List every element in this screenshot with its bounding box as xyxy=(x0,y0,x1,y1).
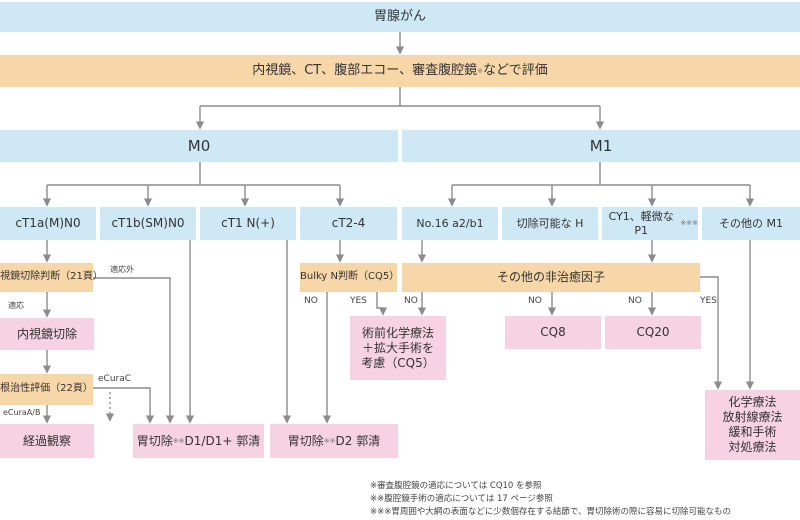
edge-label-bulky-yes: YES xyxy=(350,296,367,306)
node-no16: No.16 a2/b1 xyxy=(402,207,498,240)
node-gastrectomy-d1-tail: D1/D1+ 郭清 xyxy=(184,433,261,448)
node-ct1n: cT1 N(+) xyxy=(200,207,296,240)
node-ct1a: cT1a(M)N0 xyxy=(0,207,96,240)
node-gastrectomy-d1-label: 胃切除 xyxy=(136,433,173,448)
node-cy1-mark: ※※※ xyxy=(680,219,698,228)
node-m0-label: M0 xyxy=(187,136,211,155)
node-endo-judgement-label: 内視鏡切除判断（21頁） xyxy=(0,271,103,283)
edge-label-no-1: NO xyxy=(404,296,418,306)
node-cq20-label: CQ20 xyxy=(636,325,670,339)
node-endo-resection-label: 内視鏡切除 xyxy=(16,326,77,341)
node-stomach-cancer: 胃腺がん xyxy=(0,2,800,32)
node-m1: M1 xyxy=(402,130,800,162)
node-resectable-h-label: 切除可能な H xyxy=(516,216,584,230)
node-stomach-cancer-label: 胃腺がん xyxy=(373,8,426,24)
node-non-curative: その他の非治癒因子 xyxy=(402,263,700,292)
node-observation: 経過観察 xyxy=(0,424,94,458)
node-gastrectomy-d2-label: 胃切除 xyxy=(287,433,324,448)
node-ct1b-label: cT1b(SM)N0 xyxy=(111,216,185,230)
node-preop-chemo-label: 術前化学療法 ＋拡大手術を 考慮（CQ5） xyxy=(361,325,435,370)
node-cq20: CQ20 xyxy=(605,316,701,349)
node-cy1: CY1、軽微なP1 ※※※ xyxy=(602,207,698,240)
node-ct2: cT2-4 xyxy=(300,207,397,240)
node-m0: M0 xyxy=(0,130,398,162)
node-evaluation: 内視鏡、CT、腹部エコー、審査腹腔鏡※などで評価 xyxy=(0,55,800,87)
node-ct1n-label: cT1 N(+) xyxy=(221,216,275,230)
node-bulky-label: Bulky N判断（CQ5） xyxy=(300,271,400,283)
node-gastrectomy-d1-mark: ※※ xyxy=(172,436,185,445)
node-gastrectomy-d2-tail: D2 郭清 xyxy=(335,433,381,448)
node-evaluation-tail: などで評価 xyxy=(483,62,548,78)
footnote-2: ※※腹腔鏡手術の適応については 17 ページ参照 xyxy=(370,494,553,504)
node-chemo-list-label: 化学療法 放射線療法 緩和手術 対処療法 xyxy=(722,395,783,454)
node-chemo-list: 化学療法 放射線療法 緩和手術 対処療法 xyxy=(705,390,800,460)
node-ct1b: cT1b(SM)N0 xyxy=(100,207,196,240)
node-gastrectomy-d2: 胃切除※※D2 郭清 xyxy=(270,424,398,458)
footnote-3: ※※※胃周囲や大網の表面などに少数個存在する結節で、胃切除術の際に容易に切除可能… xyxy=(370,507,732,517)
edge-label-ecura-c: eCuraC xyxy=(98,374,132,384)
node-evaluation-mark: ※ xyxy=(477,66,483,75)
node-curative-eval-label: 根治性評価（22頁） xyxy=(0,383,93,395)
node-observation-label: 経過観察 xyxy=(22,433,71,448)
node-no16-label: No.16 a2/b1 xyxy=(416,216,484,230)
node-endo-resection: 内視鏡切除 xyxy=(0,318,94,350)
node-evaluation-label: 内視鏡、CT、腹部エコー、審査腹腔鏡 xyxy=(252,62,478,78)
node-ct1a-label: cT1a(M)N0 xyxy=(15,216,81,230)
edge-label-bulky-no: NO xyxy=(304,296,318,306)
node-non-curative-label: その他の非治癒因子 xyxy=(496,270,605,284)
node-bulky: Bulky N判断（CQ5） xyxy=(300,263,400,292)
node-other-m1: その他の M1 xyxy=(702,207,800,240)
node-gastrectomy-d2-mark: ※※ xyxy=(323,436,336,445)
node-endo-judgement: 内視鏡切除判断（21頁） xyxy=(0,263,103,292)
edge-label-yes-noncurative: YES xyxy=(700,296,717,306)
node-cq8-label: CQ8 xyxy=(540,325,566,339)
footnote-1: ※審査腹腔鏡の適応については CQ10 を参照 xyxy=(370,481,542,491)
edge-label-outside-indication: 適応外 xyxy=(110,265,134,274)
node-m1-label: M1 xyxy=(589,136,613,155)
edge-label-no-3: NO xyxy=(628,296,642,306)
edge-label-no-2: NO xyxy=(528,296,542,306)
node-other-m1-label: その他の M1 xyxy=(719,216,783,230)
node-cy1-label: CY1、軽微なP1 xyxy=(608,209,674,237)
node-preop-chemo: 術前化学療法 ＋拡大手術を 考慮（CQ5） xyxy=(350,316,446,380)
node-resectable-h: 切除可能な H xyxy=(502,207,598,240)
node-ct2-label: cT2-4 xyxy=(331,216,366,230)
node-cq8: CQ8 xyxy=(505,316,601,349)
edge-label-ecura-ab: eCuraA/B xyxy=(3,408,41,417)
node-curative-eval: 根治性評価（22頁） xyxy=(0,374,93,405)
edge-label-indication: 適応 xyxy=(8,301,24,310)
node-gastrectomy-d1: 胃切除※※D1/D1+ 郭清 xyxy=(133,424,264,458)
